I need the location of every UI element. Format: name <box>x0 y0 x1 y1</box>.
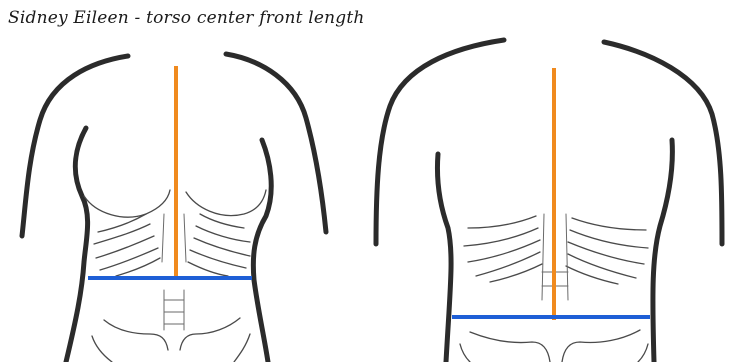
male-torso-figure <box>376 40 722 362</box>
female-left-torso-side <box>66 128 88 362</box>
male-left-shoulder-arm <box>376 40 504 244</box>
female-torso-figure <box>22 54 326 362</box>
female-ribcage <box>94 214 250 276</box>
female-right-torso-side <box>253 140 271 362</box>
male-pelvis <box>460 330 648 362</box>
female-bust-right <box>186 190 266 216</box>
male-right-torso-side <box>653 140 672 362</box>
female-right-shoulder-arm <box>226 54 326 232</box>
female-bust-left <box>84 190 170 217</box>
male-left-torso-side <box>437 154 451 362</box>
female-pelvis <box>92 290 250 362</box>
female-left-shoulder-arm <box>22 56 128 236</box>
